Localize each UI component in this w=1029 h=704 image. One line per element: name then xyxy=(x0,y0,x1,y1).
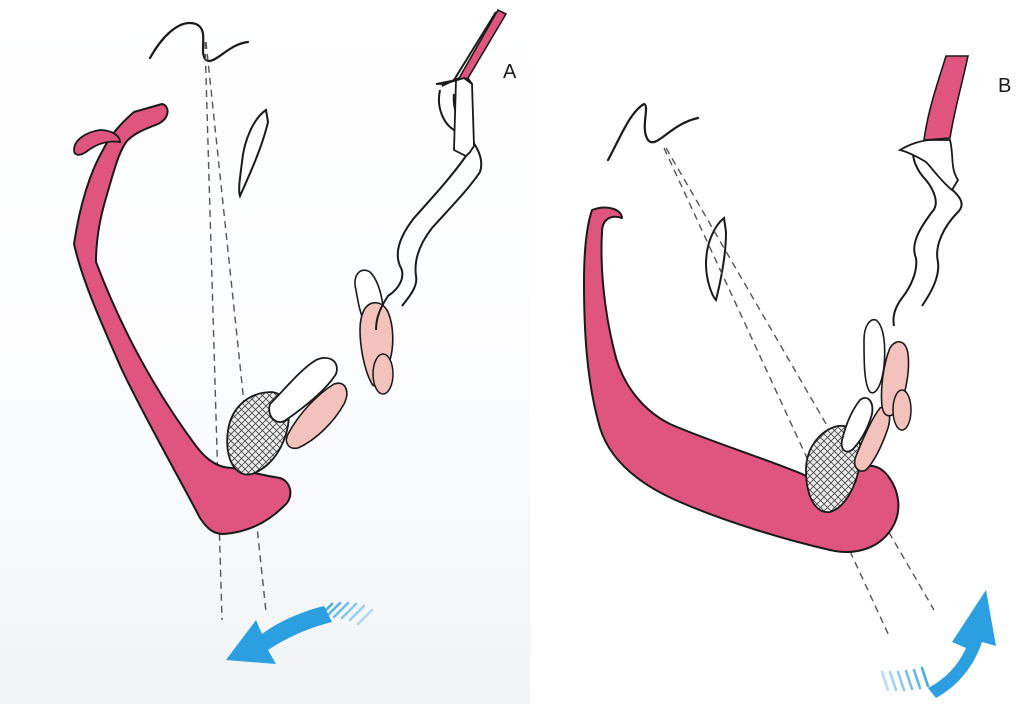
lower-lip-tissue xyxy=(893,390,911,430)
nose-outline xyxy=(436,78,474,156)
pterygomaxillary-fissure xyxy=(706,218,726,300)
forehead-skin xyxy=(458,10,506,80)
panel-a-drawing xyxy=(0,0,530,704)
panel-b: B xyxy=(530,0,1029,704)
sella-outline xyxy=(150,23,248,61)
forehead-skin xyxy=(924,56,968,140)
clockwise-arrow xyxy=(882,590,996,698)
soft-tissue-profile xyxy=(376,12,504,330)
panel-b-drawing xyxy=(530,0,1029,704)
panel-a: A xyxy=(0,0,530,704)
lower-lip-tissue xyxy=(373,354,393,394)
pterygomaxillary-fissure xyxy=(239,110,268,196)
counterclockwise-arrow xyxy=(226,603,372,664)
sella-outline xyxy=(608,104,698,160)
panel-label-b: B xyxy=(998,76,1011,96)
mandible xyxy=(584,208,898,552)
panel-label-a: A xyxy=(503,62,516,82)
